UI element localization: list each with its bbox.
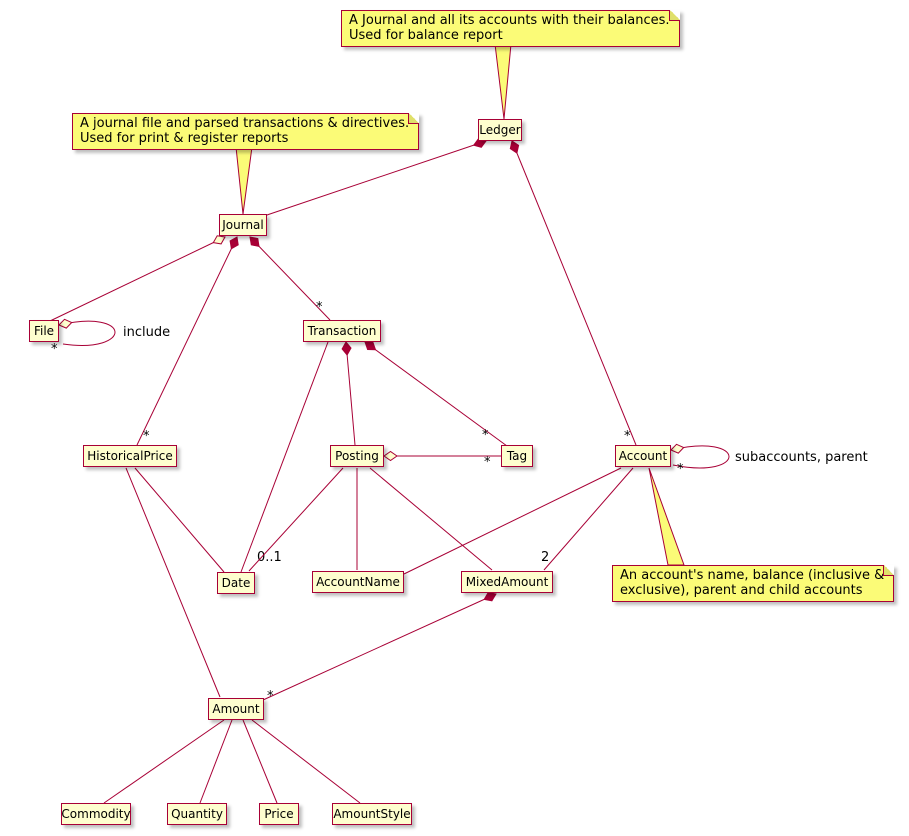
edge-journal-transaction xyxy=(249,236,331,321)
edge-journal-historicalprice-label: * xyxy=(143,429,150,444)
edge-account-accountname xyxy=(403,467,622,575)
edge-account-mixedamount xyxy=(543,467,634,571)
note-account-pointer xyxy=(648,467,685,566)
edge-ledger-account-label: * xyxy=(624,429,631,444)
edge-journal-file xyxy=(49,236,226,322)
edge-journal-file-diamond-icon xyxy=(212,235,226,245)
self-loop-file-include-diamond-icon xyxy=(58,318,73,329)
self-loop-account-subaccounts-label: subaccounts, parent xyxy=(735,450,868,465)
edge-account-mixedamount-label: 2 xyxy=(541,550,549,565)
edge-amount-commodity xyxy=(103,719,225,804)
self-loop-file-include-label: * xyxy=(51,342,58,357)
edge-ledger-account xyxy=(511,140,637,446)
edge-posting-tag-label: * xyxy=(484,455,491,470)
edge-transaction-posting-diamond-icon xyxy=(341,341,352,356)
edge-amount-amountstyle xyxy=(251,719,361,804)
edge-ledger-journal-diamond-icon xyxy=(472,138,487,148)
note-ledger-pointer xyxy=(494,43,512,120)
edge-transaction-tag-label: * xyxy=(482,428,489,443)
edge-journal-transaction-diamond-icon xyxy=(249,236,260,248)
edge-journal-historicalprice-diamond-icon xyxy=(229,236,239,250)
self-loop-account-subaccounts xyxy=(670,445,730,469)
edge-transaction-date xyxy=(240,341,329,573)
edge-posting-date xyxy=(248,467,344,572)
edge-mixedamount-amount-diamond-icon xyxy=(483,592,497,602)
note-journal-pointer xyxy=(235,146,253,215)
edge-journal-transaction-label: * xyxy=(316,300,323,315)
self-loop-file-include xyxy=(58,320,116,346)
edge-transaction-tag xyxy=(364,341,508,447)
edge-historicalprice-amount xyxy=(125,467,221,698)
edge-amount-quantity xyxy=(199,719,233,804)
self-loop-account-subaccounts-label: * xyxy=(677,462,684,477)
edge-ledger-journal xyxy=(263,140,487,217)
self-loop-account-subaccounts-diamond-icon xyxy=(670,443,685,454)
edge-journal-historicalprice xyxy=(136,236,238,446)
edge-ledger-account-diamond-icon xyxy=(509,140,520,154)
edge-historicalprice-date xyxy=(134,467,225,573)
edge-transaction-posting xyxy=(345,341,356,446)
edge-amount-price xyxy=(242,719,278,804)
edge-mixedamount-amount-label: * xyxy=(267,689,274,704)
edge-mixedamount-amount xyxy=(262,593,497,701)
edge-transaction-date-label: 0..1 xyxy=(257,550,282,565)
self-loop-file-include-label: include xyxy=(123,325,170,340)
edge-posting-tag-diamond-icon xyxy=(383,450,398,462)
edge-transaction-tag-diamond-icon xyxy=(364,341,377,351)
edge-posting-mixedamount xyxy=(369,467,493,571)
